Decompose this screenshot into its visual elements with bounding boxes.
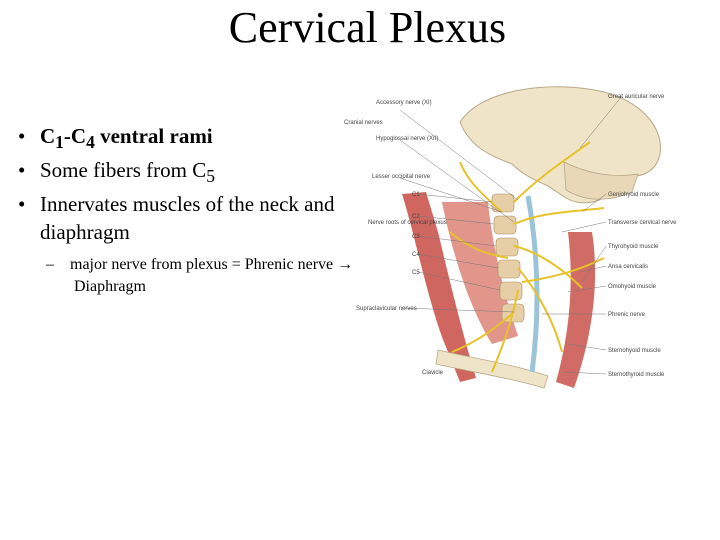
c1-subscript: 1 [55,132,64,153]
label-accessory-nerve: Accessory nerve (XI) [376,100,432,106]
range-dash: - [63,124,71,148]
phrenic-text: major nerve from plexus = Phrenic nerve [70,256,338,274]
bullet-text: Innervates muscles of the neck and diaph… [40,192,335,245]
label-supraclavicular-nerves: Supraclavicular nerves [356,306,417,312]
neck-muscles-back [442,202,518,344]
slide-title: Cervical Plexus [228,3,507,52]
clavicle-bone [435,349,549,389]
label-sternohyoid-muscle: Sternohyoid muscle [608,348,661,354]
bullet-dot: • [18,192,26,217]
nerve-branches [449,141,605,373]
label-c4: C4 [412,252,420,258]
label-c1: C1 [412,192,420,198]
diaphragm-text: Diaphragm [70,278,146,296]
label-sternothyroid-muscle: Sternothyroid muscle [608,372,665,378]
label-c3: C3 [412,234,420,240]
arrow-icon: → [337,256,354,274]
label-nerve-roots: Nerve roots of cervical plexus [368,220,447,226]
bullet-dot: • [18,158,26,183]
label-leader-lines [399,95,623,375]
c1-letter: C [40,124,56,148]
bullet-innervates: • Innervates muscles of the neck and dia… [18,190,358,246]
sub-bullet-dash: – [46,256,54,274]
bullet-c5: • Some fibers from C5 [18,156,358,190]
ventral-rami-text: ventral rami [94,124,213,148]
label-hypoglossal-nerve: Hypoglossal nerve (XII) [376,136,438,142]
c4-letter: C [70,124,87,148]
label-phrenic-nerve: Phrenic nerve [608,312,646,318]
sternocleidomastoid-muscle [402,192,476,382]
label-cranial-nerves: Cranial nerves [344,120,383,126]
label-ansa-cervicalis: Ansa cervicalis [608,264,648,270]
label-great-auricular-nerve: Great auricular nerve [608,94,665,100]
label-c5: C5 [412,270,420,276]
bullet-text: Some fibers from C [40,158,207,183]
bullet-list: • C1-C4 ventral rami • Some fibers from … [18,122,358,298]
vessel [525,195,540,373]
cervical-plexus-illustration: Accessory nerve (XI) Cranial nerves Hypo… [344,86,677,389]
c5-subscript: 5 [206,166,215,187]
label-thyrohyoid-muscle: Thyrohyoid muscle [608,244,659,250]
strap-muscles [556,232,596,388]
label-geniohyoid-muscle: Geniohyoid muscle [608,192,660,198]
c4-subscript: 4 [86,132,95,153]
label-transverse-cervical-nerve: Transverse cervical nerve [608,220,677,226]
label-omohyoid-muscle: Omohyoid muscle [608,284,657,290]
sub-bullet-phrenic: – major nerve from plexus = Phrenic nerv… [18,254,358,298]
label-lesser-occipital-nerve: Lesser occipital nerve [372,174,431,180]
bullet-text: C1-C4 ventral rami [40,124,213,152]
label-clavicle: Clavicle [422,370,444,376]
label-c2: C2 [412,214,420,220]
bullet-dot: • [18,124,26,148]
mandible-shape [563,161,639,200]
bullet-c1-c4: • C1-C4 ventral rami [18,122,358,156]
